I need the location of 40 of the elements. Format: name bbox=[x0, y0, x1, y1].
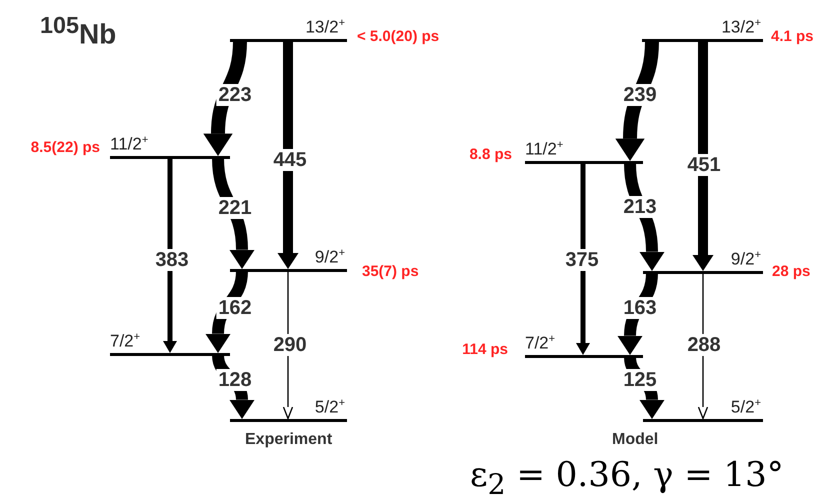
lifetime-label: 114 ps bbox=[462, 342, 508, 357]
energy-label: 221 bbox=[216, 197, 254, 219]
spin-label: 11/2$^{+}$ bbox=[525, 140, 564, 158]
energy-label: 162 bbox=[216, 297, 254, 319]
spin-label: 5/2$^{+}$ bbox=[314, 398, 345, 416]
spin-label: 5/2$^{+}$ bbox=[730, 398, 761, 416]
transition-arrow bbox=[203, 40, 247, 156]
lifetime-label: 4.1 ps bbox=[771, 29, 814, 44]
energy-label: 445 bbox=[271, 149, 309, 171]
transition-arrow bbox=[615, 40, 659, 161]
spin-label: 7/2$^{+}$ bbox=[110, 332, 140, 350]
energy-label: 290 bbox=[271, 334, 309, 356]
lifetime-label: 28 ps bbox=[772, 264, 810, 279]
transition-arrow bbox=[624, 162, 665, 271]
energy-label: 288 bbox=[685, 334, 723, 356]
energy-label: 128 bbox=[216, 369, 254, 391]
energy-label: 375 bbox=[563, 249, 601, 271]
panel-title: Model bbox=[612, 432, 658, 448]
energy-label: 223 bbox=[216, 84, 254, 106]
transition-arrow bbox=[163, 158, 177, 353]
lifetime-label: 35(7) ps bbox=[362, 264, 419, 279]
energy-label: 239 bbox=[621, 84, 659, 106]
spin-label: 13/2$^{+}$ bbox=[305, 18, 345, 36]
lifetime-label: 8.8 ps bbox=[469, 147, 512, 162]
transition-arrow bbox=[212, 158, 255, 269]
spin-label: 9/2$^{+}$ bbox=[314, 248, 345, 266]
energy-label: 451 bbox=[685, 154, 723, 176]
lifetime-label: < 5.0(20) ps bbox=[357, 29, 440, 44]
transition-arrow bbox=[278, 41, 298, 269]
nucleus-label: $^{105}$Nb bbox=[40, 14, 116, 48]
energy-label: 383 bbox=[153, 249, 191, 271]
spin-label: 13/2$^{+}$ bbox=[721, 18, 761, 36]
deformation-parameters: ε$_{2}$ = 0.36, γ = 13° bbox=[470, 458, 784, 500]
spin-label: 9/2$^{+}$ bbox=[730, 250, 761, 268]
transition-arrow bbox=[576, 163, 590, 355]
transition-arrow bbox=[692, 41, 714, 271]
spin-label: 11/2$^{+}$ bbox=[110, 135, 148, 153]
spin-label: 7/2$^{+}$ bbox=[525, 334, 556, 352]
lifetime-label: 8.5(22) ps bbox=[30, 140, 100, 155]
energy-label: 213 bbox=[621, 196, 659, 218]
